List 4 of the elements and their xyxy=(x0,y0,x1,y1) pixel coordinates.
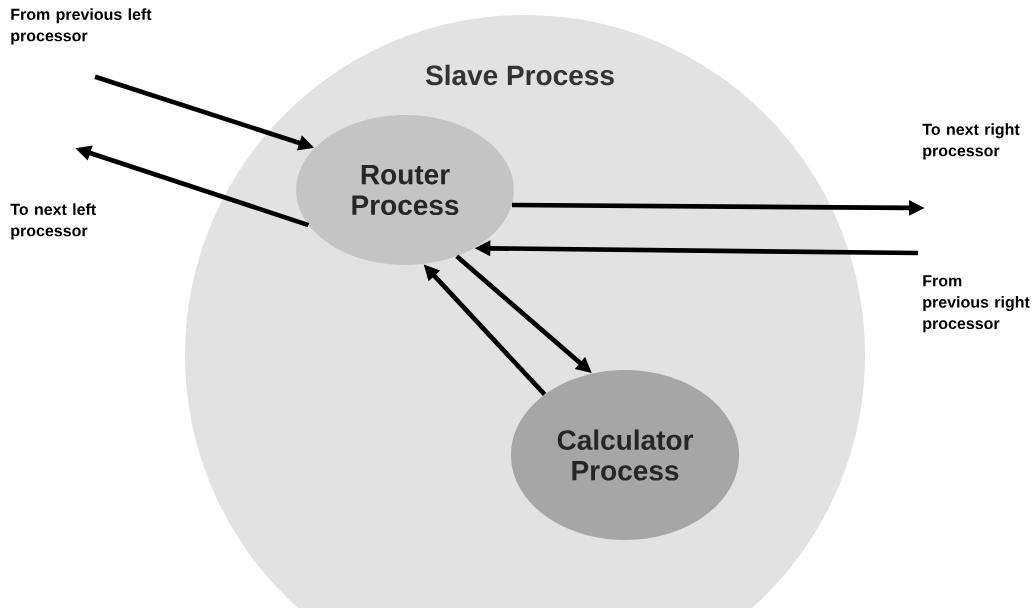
processor-label: To next right processor xyxy=(922,123,1020,160)
processor-label: From previous left processor xyxy=(11,8,152,45)
processor-label: From previous right processor xyxy=(923,275,1030,333)
processor-label: To next left processor xyxy=(10,203,96,240)
